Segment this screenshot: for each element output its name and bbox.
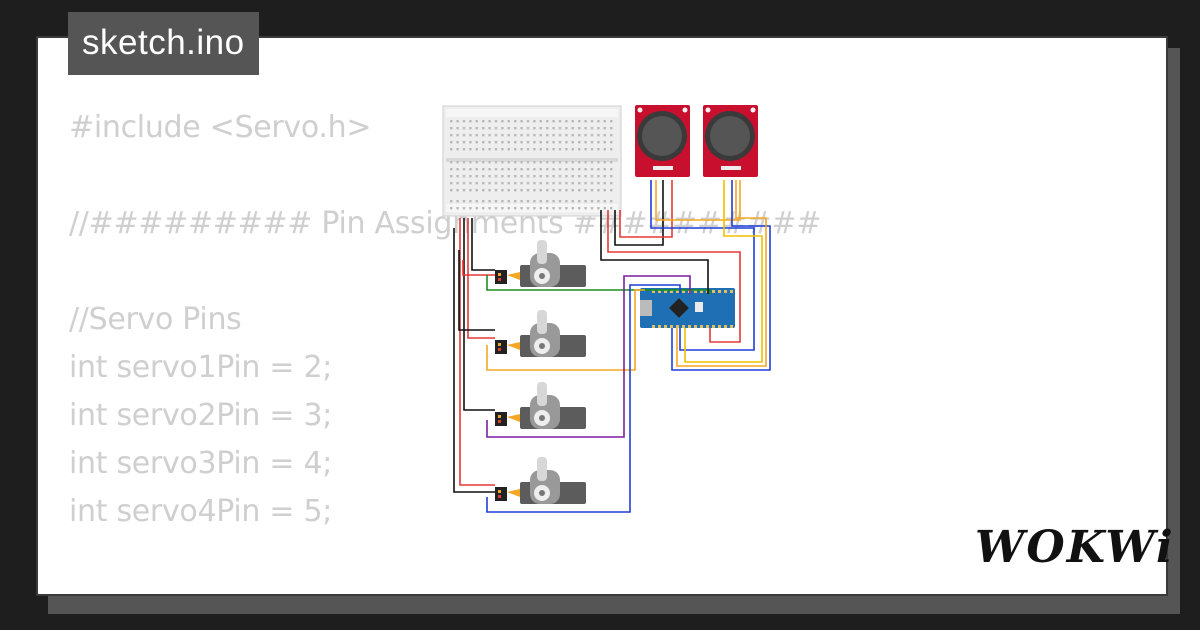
code-line: int servo3Pin = 4;	[69, 446, 333, 481]
code-line: //Servo Pins	[69, 302, 242, 337]
code-line: int servo1Pin = 2;	[69, 350, 333, 385]
wokwi-logo: WOKWi	[975, 522, 1175, 573]
servo-4[interactable]	[495, 457, 586, 504]
code-preview: #include <Servo.h>//######### Pin Assign…	[69, 104, 821, 594]
arduino-nano[interactable]	[640, 288, 735, 328]
wires	[453, 180, 771, 513]
code-line: //JoyStick Pins	[69, 584, 821, 594]
code-line	[69, 536, 821, 584]
circuit-diagram	[442, 105, 771, 513]
joystick-2[interactable]	[703, 105, 758, 177]
servo-1[interactable]	[495, 240, 586, 287]
servo-2[interactable]	[495, 310, 586, 357]
code-line: int servo2Pin = 3;	[69, 398, 333, 433]
code-line: int servo4Pin = 5;	[69, 494, 333, 529]
servo-3[interactable]	[495, 382, 586, 429]
joystick-1[interactable]	[635, 105, 690, 177]
breadboard	[442, 105, 622, 217]
file-tab[interactable]: sketch.ino	[68, 12, 259, 75]
code-line: #include <Servo.h>	[69, 110, 372, 145]
